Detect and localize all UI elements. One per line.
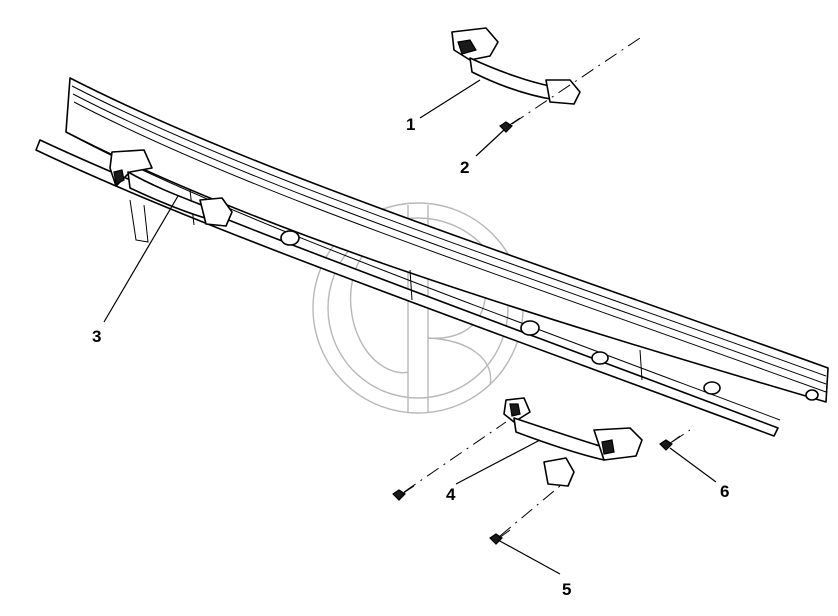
beam-bracket [109,149,233,227]
callout-3: 3 [92,327,101,346]
lower-bracket [503,397,643,487]
leader-lines [103,79,717,575]
assembly-axes [403,37,691,537]
callout-4: 4 [446,485,456,504]
callout-5: 5 [562,580,571,599]
callout-1: 1 [406,115,415,134]
bumper-beam [35,77,829,437]
upper-bracket [451,27,581,105]
callout-6: 6 [720,482,729,501]
bolt-left [392,485,415,501]
callout-2: 2 [460,158,469,177]
bolt-5 [489,529,511,545]
